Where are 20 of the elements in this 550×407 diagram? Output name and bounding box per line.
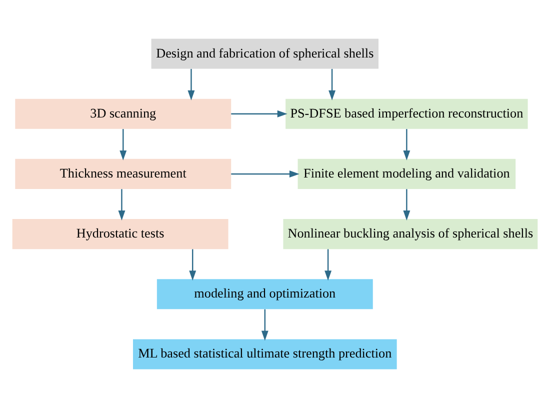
arrow	[328, 68, 336, 100]
node-box: 3D scanning	[15, 98, 232, 128]
arrow	[118, 188, 126, 220]
arrow	[403, 188, 410, 220]
node-box: ML based statistical ultimate strength prediction	[133, 338, 397, 369]
node-box: Finite element modeling and validation	[298, 158, 516, 188]
arrow	[188, 68, 195, 100]
node-box: PS-DFSE based imperfection reconstruction	[286, 98, 528, 128]
node-box: Nonlinear buckling analysis of spherical shells	[283, 218, 538, 249]
arrow	[231, 110, 288, 117]
node-box: modeling and optimization	[156, 278, 373, 309]
arrow	[189, 248, 196, 280]
node-box: Design and fabrication of spherical shells	[151, 38, 379, 68]
arrow	[403, 128, 410, 160]
arrow	[120, 128, 127, 160]
node-box: Thickness measurement	[15, 158, 232, 188]
arrow	[261, 308, 268, 340]
arrow	[231, 170, 300, 177]
arrow	[324, 248, 332, 280]
node-box: Hydrostatic tests	[12, 218, 228, 249]
